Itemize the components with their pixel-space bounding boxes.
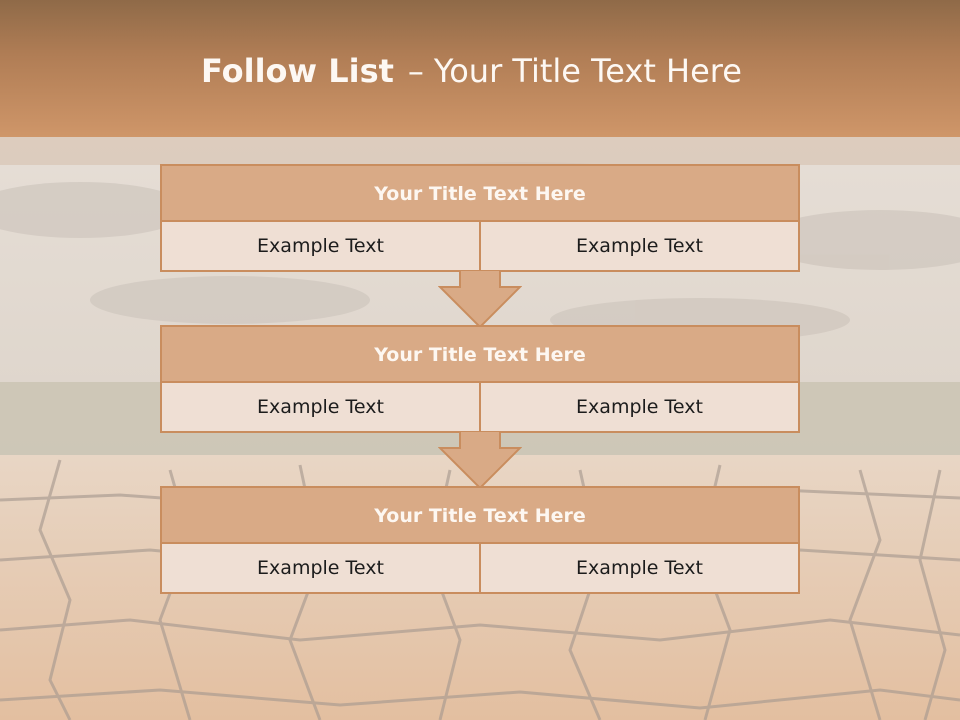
- step-cell-left: Example Text: [257, 557, 384, 579]
- step-row: Example Text Example Text: [162, 544, 798, 592]
- step-title: Your Title Text Here: [162, 166, 798, 222]
- step-row: Example Text Example Text: [162, 222, 798, 270]
- step-row: Example Text Example Text: [162, 383, 798, 431]
- slide-title-bold: Follow List: [201, 52, 394, 90]
- step-cell-left: Example Text: [257, 396, 384, 418]
- step-cell-left: Example Text: [257, 235, 384, 257]
- step-cell-right: Example Text: [479, 222, 798, 270]
- slide-title-separator: –: [407, 52, 424, 90]
- slide-title-text: Your Title Text Here: [433, 52, 742, 90]
- down-arrow-icon: [438, 431, 522, 490]
- step-block-3: Your Title Text Here Example Text Exampl…: [160, 486, 800, 594]
- step-cell-right: Example Text: [479, 383, 798, 431]
- slide-title: Follow List–Your Title Text Here: [0, 52, 943, 90]
- step-title: Your Title Text Here: [162, 488, 798, 544]
- step-cell-right: Example Text: [479, 544, 798, 592]
- step-block-2: Your Title Text Here Example Text Exampl…: [160, 325, 800, 433]
- down-arrow-icon: [438, 270, 522, 329]
- step-block-1: Your Title Text Here Example Text Exampl…: [160, 164, 800, 272]
- step-title: Your Title Text Here: [162, 327, 798, 383]
- title-bar: [0, 0, 960, 137]
